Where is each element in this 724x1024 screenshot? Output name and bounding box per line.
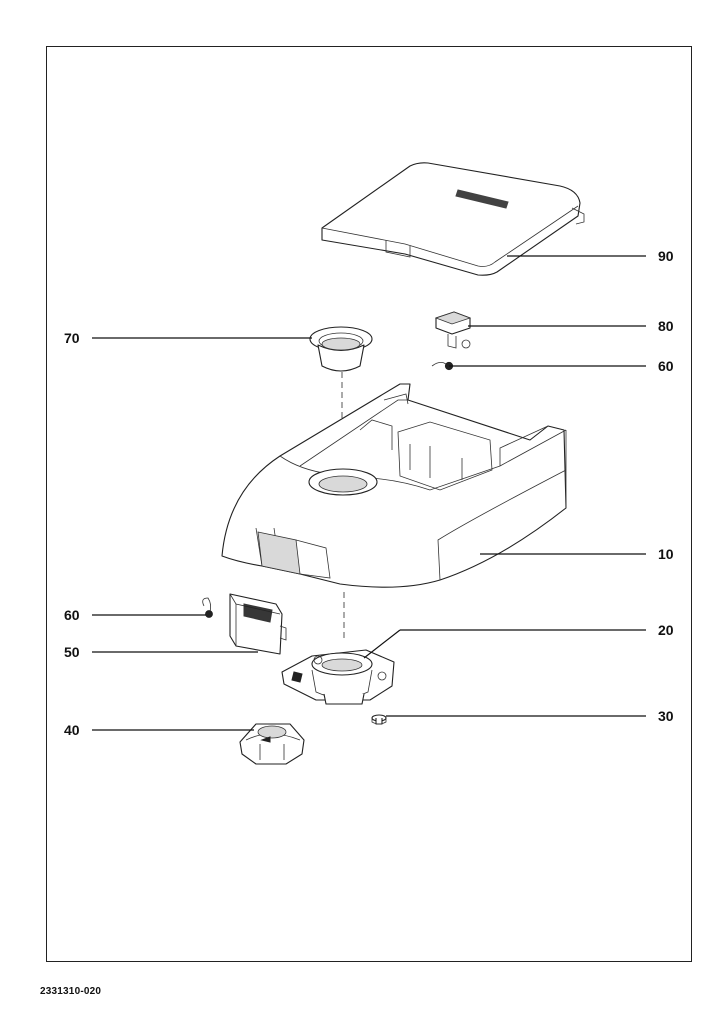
callout-40: 40 — [64, 722, 80, 738]
drawing-frame — [46, 46, 692, 962]
callout-80: 80 — [658, 318, 674, 334]
leader-20 — [363, 629, 401, 659]
part-20-base-ring — [281, 649, 395, 705]
part-40-knob — [239, 723, 305, 765]
callout-20: 20 — [658, 622, 674, 638]
part-50-flap — [229, 593, 287, 655]
part-10-housing — [221, 383, 567, 588]
callout-90: 90 — [658, 248, 674, 264]
part-70-grommet — [309, 326, 373, 372]
part-80-latch — [434, 311, 472, 349]
document-number: 2331310-020 — [40, 986, 102, 997]
part-60-spring-left — [202, 597, 213, 618]
callout-30: 30 — [658, 708, 674, 724]
part-90-lid — [321, 162, 585, 276]
callout-60-top: 60 — [658, 358, 674, 374]
callout-10: 10 — [658, 546, 674, 562]
callout-60-left: 60 — [64, 607, 80, 623]
part-30-screw — [371, 714, 387, 725]
callout-70: 70 — [64, 330, 80, 346]
callout-50: 50 — [64, 644, 80, 660]
